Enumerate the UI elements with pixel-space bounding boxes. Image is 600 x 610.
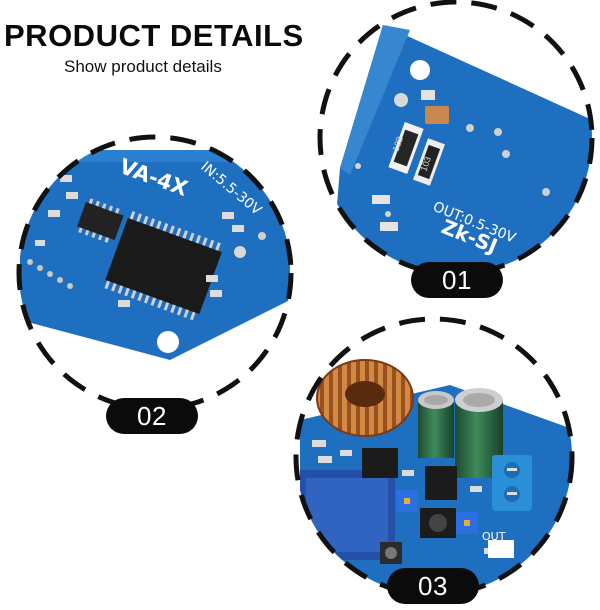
resistor-code-103: 103: [418, 155, 433, 173]
page-title: PRODUCT DETAILS: [4, 18, 304, 53]
detail-number-badge-03: 03: [387, 568, 479, 604]
page-subtitle: Show product details: [64, 57, 222, 76]
detail-01-photo: 122 103 OUT:0.5-30V Zk-SJ: [320, 2, 592, 274]
mounting-hole-icon-2: [157, 331, 179, 353]
detail-number-badge-01: 01: [411, 262, 503, 298]
detail-03-photo: OUT: [296, 319, 572, 595]
small-ic: [77, 198, 124, 243]
ic-chip: [104, 211, 222, 321]
capacitor-right: [455, 388, 503, 478]
mounting-hole-icon: [410, 60, 430, 80]
detail-number-badge-02: 02: [106, 398, 198, 434]
capacitor-left: [418, 391, 454, 458]
inductor-coil: [316, 359, 414, 437]
screw-terminal: [492, 455, 532, 511]
output-port-label: OUT: [482, 530, 506, 543]
resistor-code-122: 122: [390, 135, 405, 153]
detail-02-photo: VA-4X IN:5.5-30V: [19, 137, 291, 409]
